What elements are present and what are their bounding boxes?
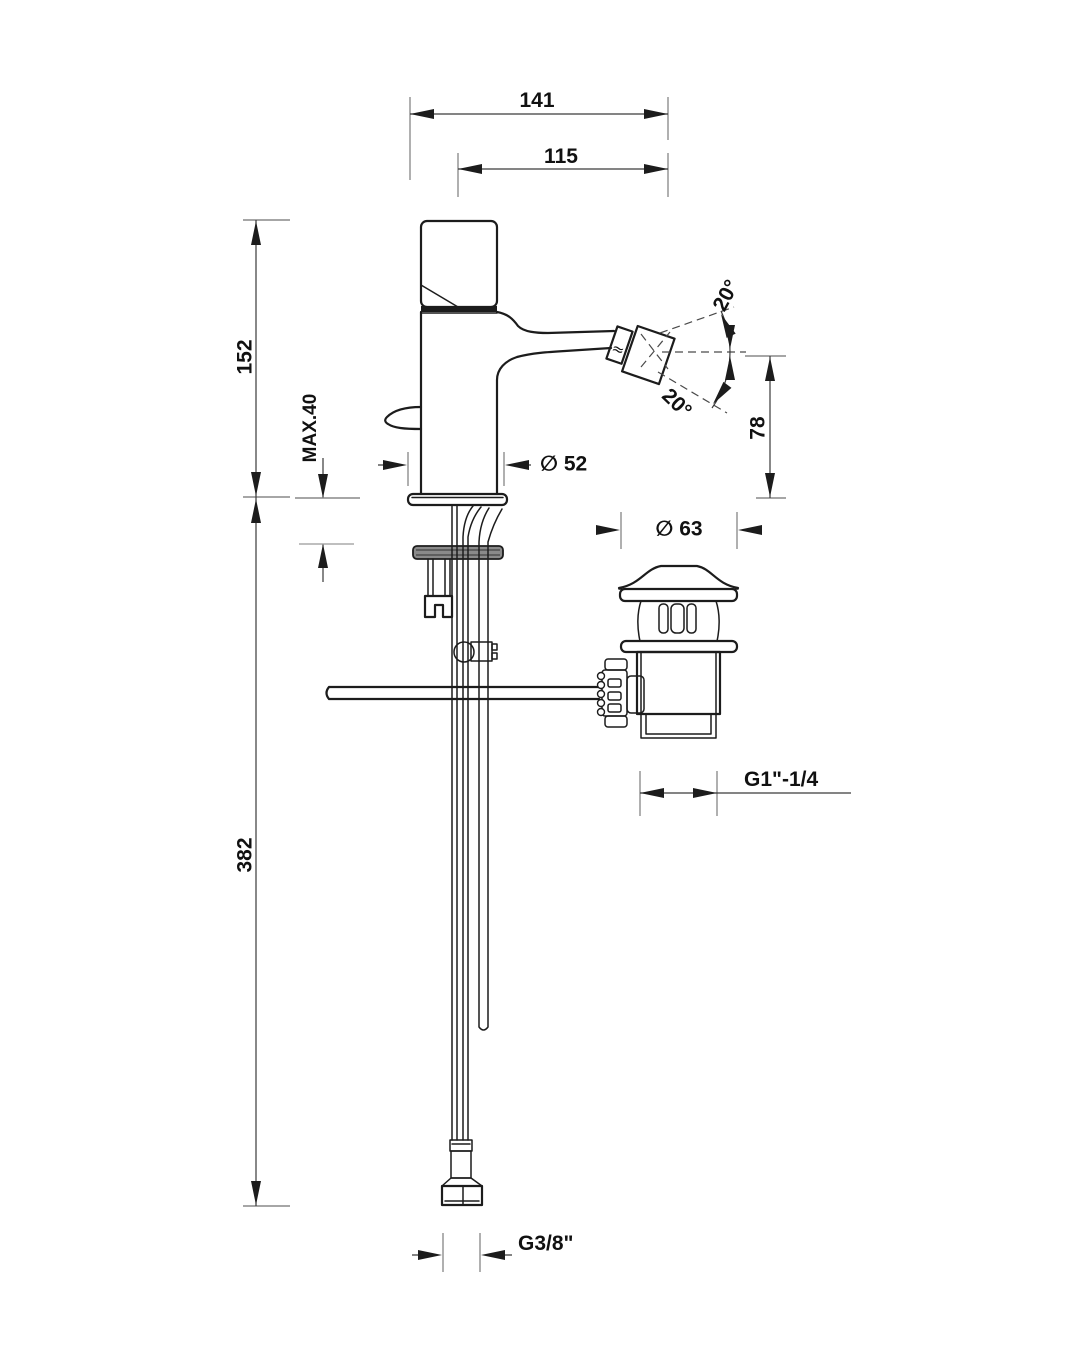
ext-141: [409, 97, 669, 180]
waste-slot-left: [658, 603, 669, 634]
dim-label-g38: G3/8": [518, 1232, 573, 1255]
ext-dia63: [620, 512, 738, 549]
handle-cap: [421, 306, 497, 312]
dim-label-141: 141: [519, 89, 554, 112]
handle: [419, 219, 499, 309]
arrow: [410, 109, 434, 119]
arrow: [640, 788, 664, 798]
ext-115: [457, 153, 669, 197]
arc-arrow: [713, 381, 732, 404]
dim-label-g114: G1"-1/4: [744, 768, 818, 791]
lift-rod: [325, 685, 601, 701]
arc-arrow: [725, 325, 735, 349]
hose-nut: [440, 1184, 484, 1207]
knurled-nut: [601, 669, 628, 717]
waste-flange-upper: [618, 587, 739, 603]
arrow: [596, 525, 620, 535]
knurl-bump: [596, 707, 606, 717]
supply-hose-group: [325, 504, 601, 1207]
aerator: [620, 324, 676, 386]
dim-label-dia52: ∅ 52: [540, 453, 587, 476]
aerator-break-mark: ≈: [609, 339, 627, 360]
knurl-cap-bottom: [604, 715, 628, 728]
arrow: [765, 473, 775, 497]
waste-slot-center: [670, 603, 685, 634]
dim-label-115: 115: [544, 145, 578, 168]
knurl-bump: [596, 689, 606, 699]
dim-label-152: 152: [234, 339, 257, 374]
waste-slot-right: [686, 603, 697, 634]
drain-waste: [596, 564, 740, 739]
arrow: [318, 544, 328, 568]
waste-tailpiece: [640, 713, 717, 739]
horseshoe-washer: [423, 594, 454, 619]
arrow: [765, 357, 775, 381]
rod-clamp-screw-bottom: [491, 652, 498, 660]
knurl-cap-top: [604, 658, 628, 671]
waste-cap: [617, 564, 740, 590]
rod-clamp: [470, 641, 493, 662]
knurl-bump: [596, 680, 606, 690]
popup-rod-outlet: [384, 405, 423, 431]
knurl-slot: [607, 678, 622, 688]
supply-hose-inner: [462, 505, 482, 1141]
spray-ray-lower: [657, 371, 728, 414]
dim-label-dia63: ∅ 63: [655, 518, 702, 541]
rod-clamp-ball: [453, 641, 475, 663]
aerator-connector: [605, 325, 634, 365]
ticks-left: [243, 219, 290, 1207]
spout-bottom-edge: [495, 346, 613, 496]
waste-neck: [637, 600, 720, 642]
arrow: [505, 460, 529, 470]
arrow: [644, 109, 668, 119]
waste-body-inner: [640, 651, 717, 715]
knurl-bump: [596, 698, 606, 708]
spray-cross: [640, 331, 671, 370]
waste-flange-lower: [619, 639, 739, 654]
ext-dia52: [407, 452, 505, 486]
dim-label-angle-upper: 20°: [709, 276, 744, 315]
arrow: [251, 1181, 261, 1205]
dim-label-382: 382: [234, 837, 257, 872]
arrow: [251, 499, 261, 523]
rod-clamp-screw-top: [491, 643, 498, 651]
dim-label-max40: MAX.40: [300, 394, 321, 463]
arrow: [251, 221, 261, 245]
handle-lever-cut: [420, 284, 459, 308]
arrow: [693, 788, 717, 798]
hose-taper: [441, 1177, 483, 1187]
hose-nut-facet: [444, 1185, 480, 1206]
ext-g38: [442, 1233, 481, 1272]
aerator-group: ≈: [605, 324, 676, 386]
arrow: [738, 525, 762, 535]
deck-flange: [406, 492, 509, 507]
dimensions: 141 115 152 382 MAX.40 ∅ 52 ∅ 63 78 20° …: [234, 89, 851, 1272]
hose-hex: [450, 1150, 472, 1179]
arrow: [418, 1250, 442, 1260]
arrow: [251, 472, 261, 496]
popup-rod: [478, 507, 503, 1031]
arrow: [481, 1250, 505, 1260]
spout-top-edge: [495, 310, 616, 335]
arc-arrow: [725, 356, 735, 380]
dim-label-78: 78: [747, 416, 770, 440]
knurl-slot: [607, 691, 622, 701]
arrow: [318, 474, 328, 498]
mounting-stud: [427, 558, 451, 597]
arrow: [383, 460, 407, 470]
arrow: [644, 164, 668, 174]
dim-label-angle-lower: 20°: [657, 384, 696, 423]
waste-body: [635, 650, 722, 716]
faucet: ≈: [384, 219, 676, 619]
hose-collar: [449, 1139, 473, 1152]
knurl-bump: [596, 671, 606, 681]
mounting-nut: [412, 545, 504, 560]
mounting-nut-lines: [416, 549, 500, 556]
supply-hose: [451, 504, 458, 1141]
arrow: [458, 164, 482, 174]
knurl-slot: [607, 703, 622, 713]
